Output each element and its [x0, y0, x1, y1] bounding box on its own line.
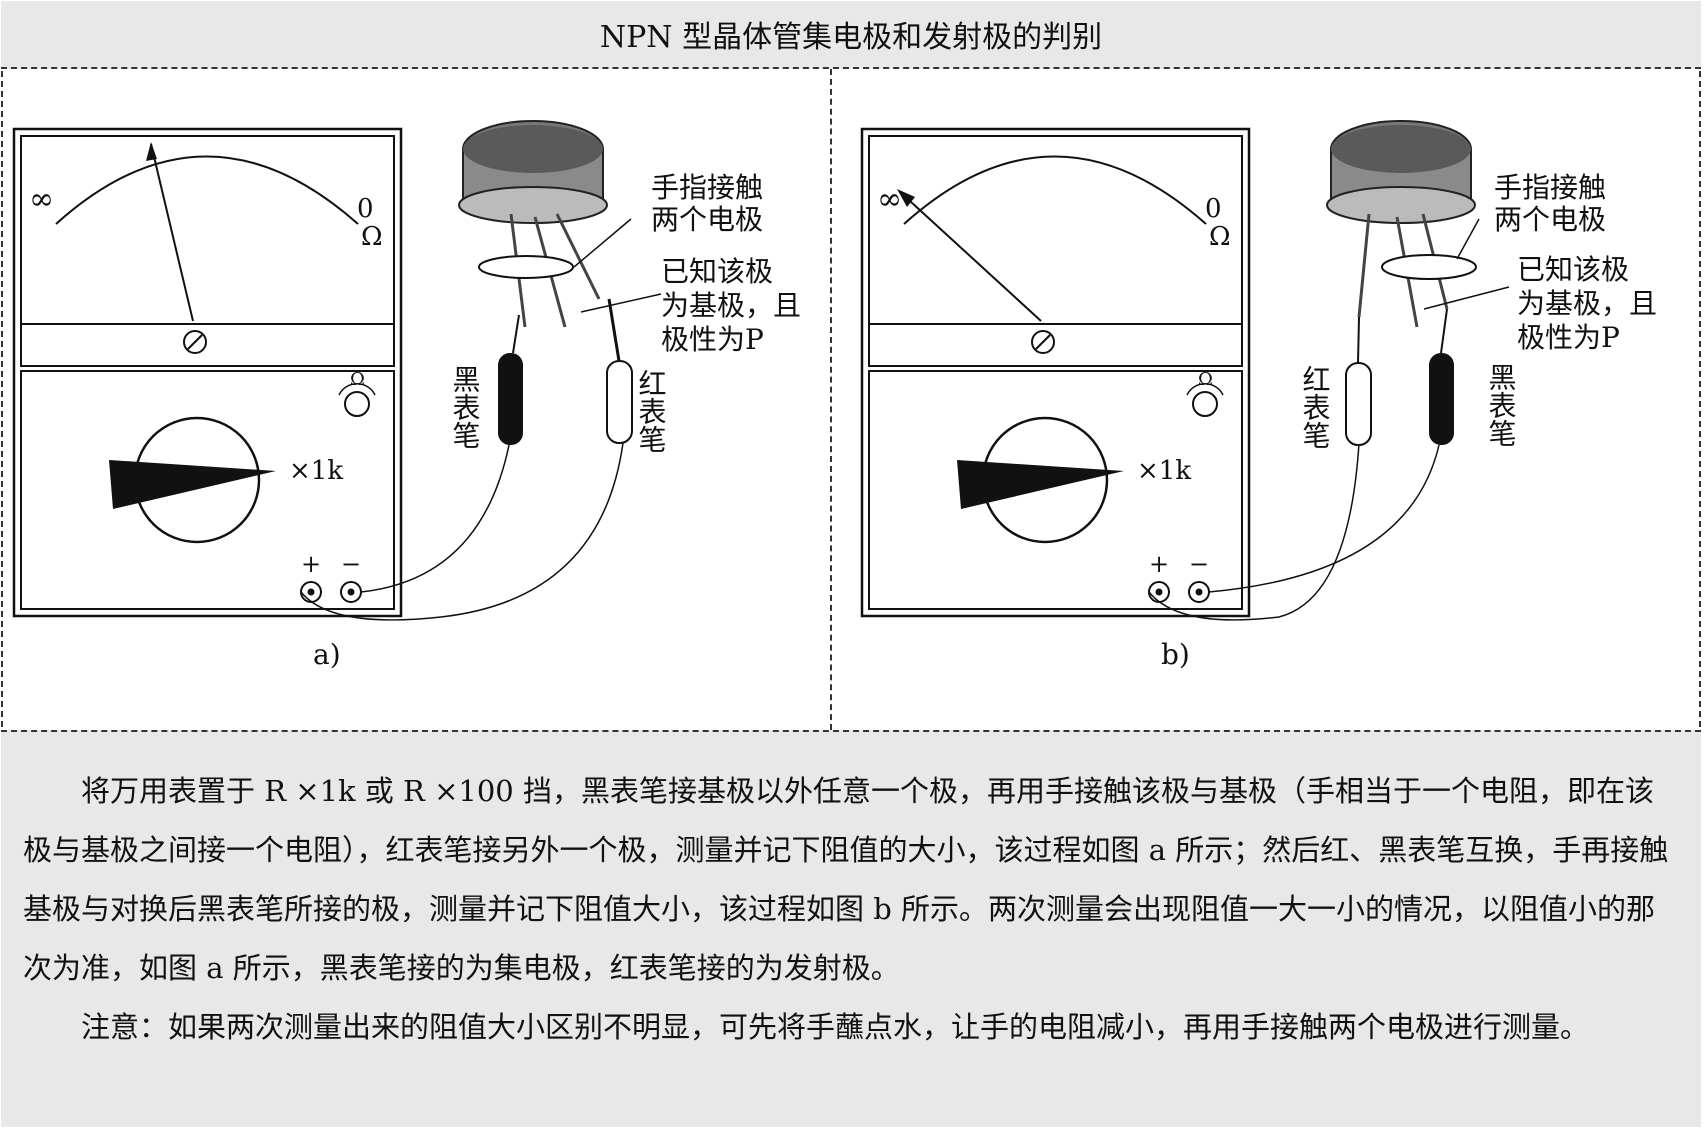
transistor-lead-left [1357, 213, 1371, 318]
scale-infinity-label: ∞ [29, 182, 54, 217]
base-label-line3: 极性为P [661, 323, 764, 356]
panel-divider [830, 69, 832, 730]
range-label: ×1k [1137, 456, 1191, 486]
minus-terminal-label: − [1189, 550, 1209, 578]
black-probe [498, 353, 523, 445]
finger-contact-oval [478, 255, 574, 279]
base-label-line3: 极性为P [1517, 321, 1620, 354]
meter-scale-arc [903, 155, 1207, 225]
meter-scale-arc [55, 155, 359, 225]
red-probe-label: 红表笔 [635, 369, 668, 453]
panel-a: ∞ 0 Ω Ω ×1k + − [12, 120, 801, 671]
black-probe [1429, 353, 1454, 445]
finger-contact-label-line2: 两个电极 [651, 203, 763, 236]
transistor-lead-right [555, 213, 601, 300]
base-label-line2: 为基极，且 [1517, 287, 1657, 320]
finger-contact-label-line1: 手指接触 [1494, 171, 1606, 204]
black-probe-wire [360, 444, 510, 593]
finger-contact-label-line1: 手指接触 [651, 171, 763, 204]
ohm-symbol: Ω [1209, 222, 1231, 252]
minus-terminal-label: − [341, 550, 361, 578]
base-label-line1: 已知该极 [1517, 253, 1629, 286]
figure-title: NPN 型晶体管集电极和发射极的判别 [599, 20, 1103, 55]
ohm-adjust-knob-icon [344, 391, 370, 417]
meter-needle [150, 143, 194, 322]
description-paragraph: 将万用表置于 R ×1k 或 R ×100 挡，黑表笔接基极以外任意一个极，再用… [23, 774, 1669, 985]
scale-zero-label: 0 [1205, 194, 1222, 224]
figure-title-bar: NPN 型晶体管集电极和发射极的判别 [1, 1, 1701, 69]
red-probe-wire [300, 442, 624, 621]
black-probe-wire [1208, 444, 1440, 593]
base-label-line1: 已知该极 [661, 255, 773, 288]
plus-terminal-label: + [301, 550, 321, 578]
range-selector-pointer [957, 460, 1124, 509]
ohm-symbol: Ω [361, 222, 383, 252]
description-area: 将万用表置于 R ×1k 或 R ×100 挡，黑表笔接基极以外任意一个极，再用… [1, 730, 1701, 1127]
ohm-adjust-knob-icon [1192, 391, 1218, 417]
plus-terminal-label: + [1149, 550, 1169, 578]
panel-b: ∞ 0 Ω Ω ×1k + − 手指接触 两个电极 [860, 120, 1657, 671]
finger-contact-label-line2: 两个电极 [1494, 203, 1606, 236]
red-probe [1345, 362, 1372, 446]
panel-caption: a) [313, 638, 341, 671]
black-probe-label: 黑表笔 [449, 365, 482, 449]
red-probe-wire [1148, 442, 1360, 621]
range-label: ×1k [289, 456, 343, 486]
scale-infinity-label: ∞ [877, 182, 902, 217]
panel-caption: b) [1161, 638, 1190, 671]
finger-contact-oval [1381, 254, 1477, 280]
note-paragraph: 注意：如果两次测量出来的阻值大小区别不明显，可先将手蘸点水，让手的电阻减小，再用… [81, 1010, 1590, 1044]
meter-display [868, 135, 1243, 367]
base-label-line2: 为基极，且 [661, 289, 801, 322]
scale-zero-label: 0 [357, 194, 374, 224]
svg-text:Ω: Ω [350, 369, 365, 390]
red-probe-label: 红表笔 [1299, 365, 1332, 449]
figure-area: ∞ 0 Ω Ω ×1k + − [1, 69, 1701, 730]
meter-needle [898, 190, 1042, 322]
svg-text:Ω: Ω [1198, 369, 1213, 390]
black-probe-label: 黑表笔 [1485, 363, 1518, 447]
meter-display [20, 135, 395, 367]
red-probe [606, 360, 633, 444]
range-selector-pointer [109, 460, 276, 509]
